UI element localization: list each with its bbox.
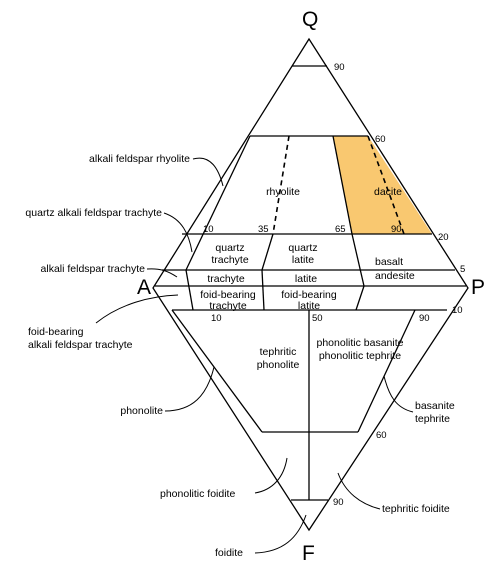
leader-alkali-feldspar-trachyte <box>146 268 178 278</box>
line-f10-left <box>171 309 263 433</box>
tick-ap90: 90 <box>391 224 402 235</box>
leader-tephritic-foidite <box>337 472 381 510</box>
label-quartz-alkali-feldspar-trachyte: quartz alkali feldspar trachyte <box>25 207 162 219</box>
tick-f10-top: 10 <box>452 305 463 316</box>
tick-q60: 60 <box>375 134 386 145</box>
vertex-a: A <box>137 276 151 299</box>
line-ap35-dashed <box>272 135 290 235</box>
dacite-field <box>333 136 432 234</box>
leader-phonolitic-foidite <box>254 457 288 494</box>
tick-ap35: 35 <box>258 224 269 235</box>
tick-ap65: 65 <box>335 224 346 235</box>
leader-alkali-feldspar-rhyolite <box>192 157 224 187</box>
label-phonolite: phonolite <box>120 405 163 417</box>
field-latite: latite <box>295 273 317 285</box>
vertex-p: P <box>471 276 485 299</box>
tick-q20: 20 <box>438 232 449 243</box>
line-ap10-band <box>185 269 194 311</box>
tick-f90-top: 90 <box>419 313 430 324</box>
line-f90-right <box>357 309 416 433</box>
tick-q5: 5 <box>460 264 465 275</box>
vertex-q: Q <box>302 8 318 31</box>
line-ap65-upper <box>332 135 353 235</box>
leader-foidite <box>254 514 307 554</box>
vertex-f: F <box>302 542 315 565</box>
line-ap35-upper <box>261 233 274 271</box>
line-ap65-band <box>355 285 365 311</box>
label-foidite: foidite <box>215 547 243 559</box>
label-phonolitic-foidite: phonolitic foidite <box>160 488 235 500</box>
line-ap65-mid <box>351 233 365 287</box>
tick-f10-left: 10 <box>211 313 222 324</box>
diagram-outline <box>152 37 469 532</box>
line-ap10-upper <box>185 135 251 271</box>
tick-f50: 50 <box>312 313 323 324</box>
field-dacite: dacite <box>374 186 402 198</box>
tick-f60: 60 <box>376 430 387 441</box>
leader-phonolite <box>164 366 215 412</box>
tick-f90: 90 <box>333 497 344 508</box>
leader-quartz-alkali-feldspar-trachyte <box>163 212 193 253</box>
tick-q90: 90 <box>334 62 345 73</box>
leader-basanite-tephrite <box>383 375 414 413</box>
field-rhyolite: rhyolite <box>266 186 300 198</box>
field-trachyte: trachyte <box>207 273 245 285</box>
label-alkali-feldspar-trachyte: alkali feldspar trachyte <box>41 263 146 275</box>
line-ap50-band <box>261 269 265 311</box>
leader-foid-bearing-alkali-feldspar-trachyte <box>95 294 179 324</box>
tick-ap10: 10 <box>203 224 214 235</box>
label-alkali-feldspar-rhyolite: alkali feldspar rhyolite <box>89 153 190 165</box>
label-tephritic-foidite: tephritic foidite <box>382 503 450 515</box>
